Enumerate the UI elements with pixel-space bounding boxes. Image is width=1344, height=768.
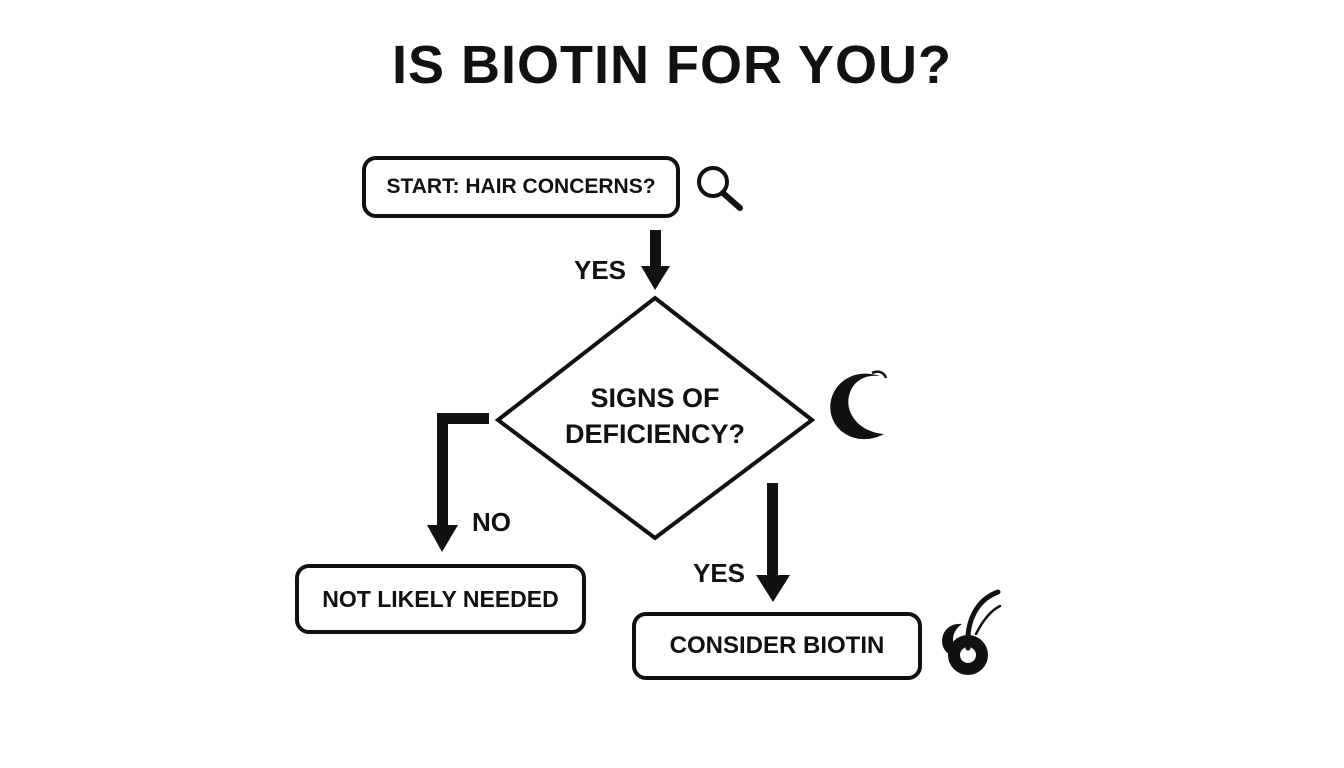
decision-label-line1: SIGNS OF (590, 383, 720, 413)
edge-label-yes-decision: YES (693, 558, 746, 588)
not-needed-label: NOT LIKELY NEEDED (322, 585, 559, 612)
consider-biotin-label: CONSIDER BIOTIN (669, 632, 885, 659)
decision-node-label: SIGNS OF DEFICIENCY? (530, 380, 780, 452)
edge-label-yes-start: YES (574, 255, 627, 285)
arrow-start-to-decision (641, 230, 670, 290)
decision-diamond (494, 295, 816, 541)
page-title: IS BIOTIN FOR YOU? (391, 35, 953, 95)
magnifying-glass-icon (697, 166, 743, 211)
edge-label-no: NO (472, 507, 511, 537)
decision-label-line2: DEFICIENCY? (564, 419, 745, 449)
arrow-decision-yes (756, 483, 790, 602)
arrow-decision-no (427, 413, 489, 552)
start-node-label: START: HAIR CONCERNS? (386, 175, 656, 198)
not-needed-node: NOT LIKELY NEEDED (295, 564, 586, 634)
consider-biotin-node: CONSIDER BIOTIN (632, 612, 922, 680)
crescent-moon-icon (830, 370, 888, 440)
start-node: START: HAIR CONCERNS? (362, 156, 680, 218)
hair-follicle-icon (942, 589, 1002, 675)
